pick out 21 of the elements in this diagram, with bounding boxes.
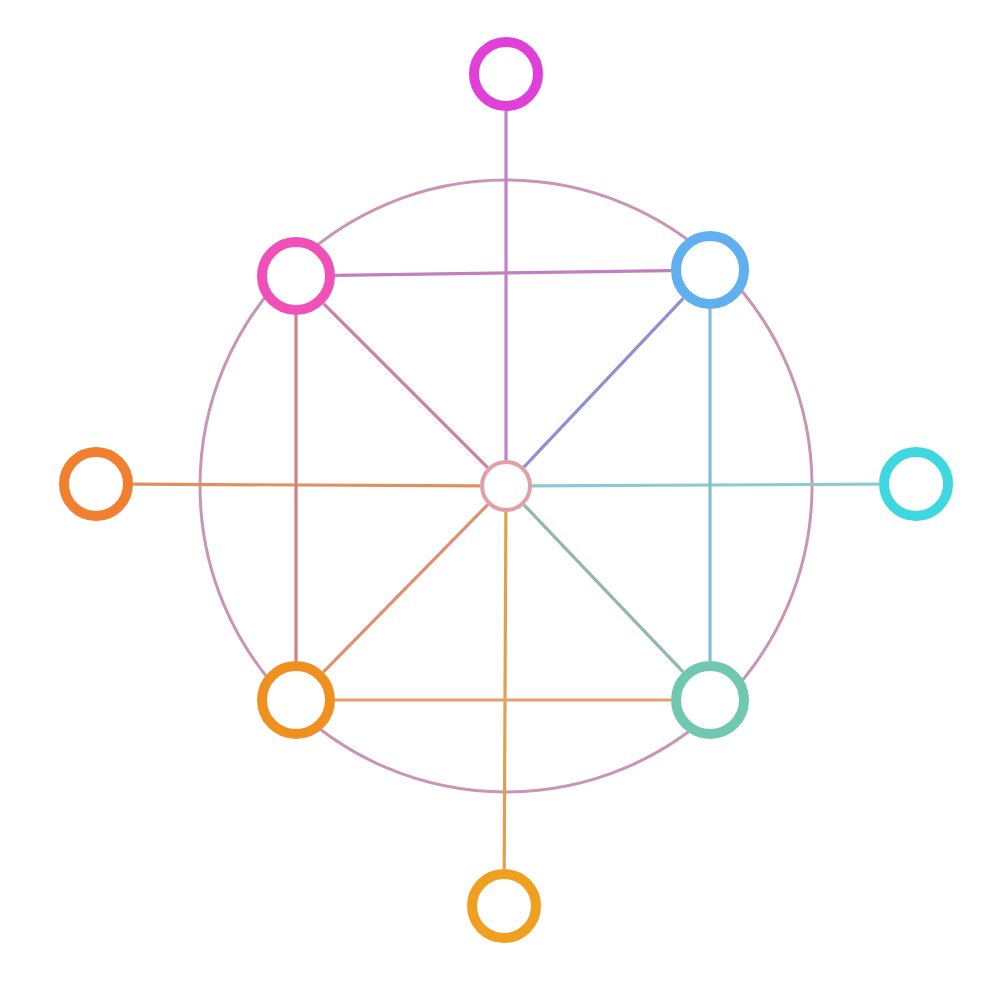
connector-line — [294, 315, 298, 661]
circle-node — [59, 447, 133, 521]
connector-line — [504, 111, 508, 460]
connector-line — [522, 297, 685, 469]
connector-line — [532, 482, 880, 488]
connector-line — [502, 512, 508, 869]
circle-node — [480, 460, 532, 512]
circle-node — [671, 231, 749, 309]
connector-line — [133, 482, 480, 488]
connector-line — [322, 503, 489, 674]
connector-line — [334, 268, 672, 278]
circle-node — [671, 661, 749, 739]
circle-node — [469, 37, 543, 111]
connector-line — [335, 698, 671, 702]
connector-line — [522, 503, 685, 673]
connector-line — [322, 302, 489, 469]
connector-line — [708, 309, 712, 661]
circle-node — [467, 869, 541, 943]
circle-node — [257, 237, 335, 315]
circle-node — [879, 447, 953, 521]
circle-node — [257, 661, 335, 739]
